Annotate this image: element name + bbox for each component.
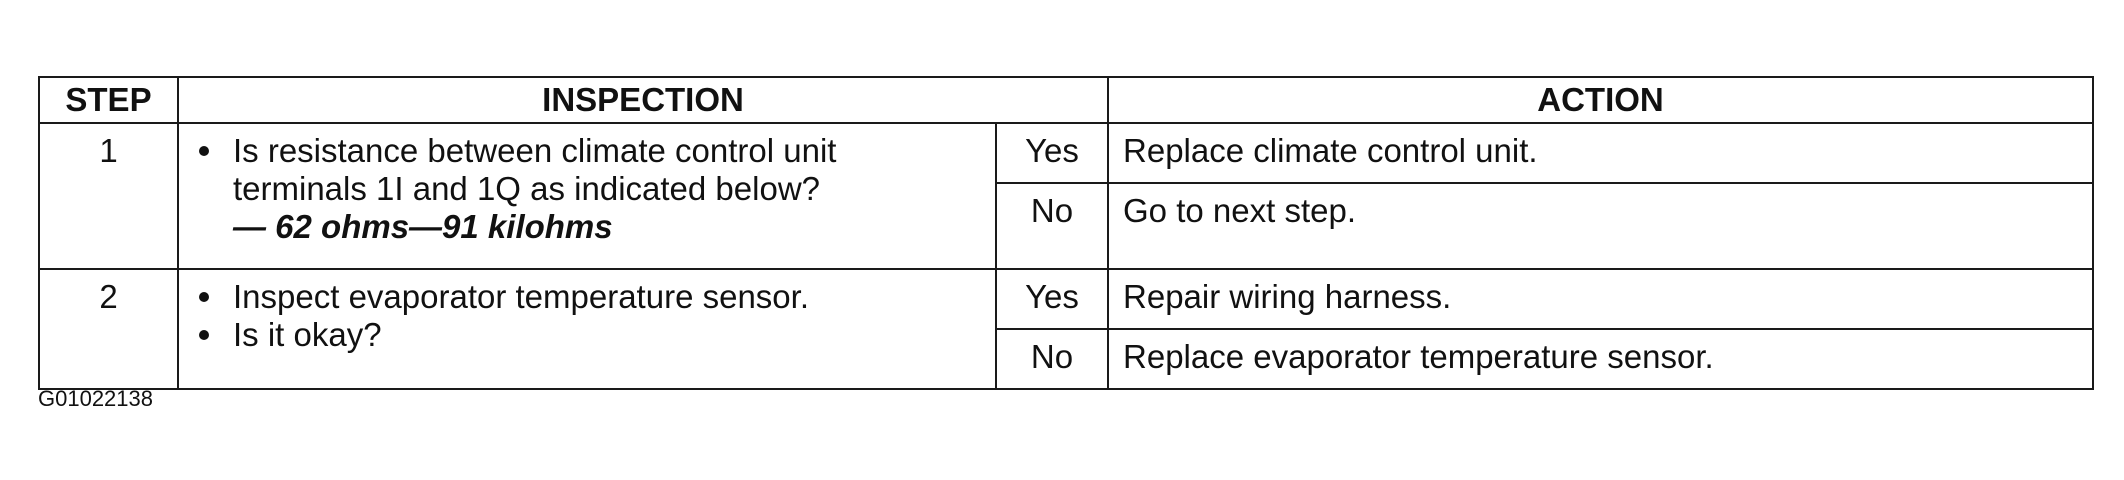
diagnostic-table: STEP INSPECTION ACTION 1 Is resistance b… [38, 76, 2095, 390]
header-row: STEP INSPECTION ACTION [38, 76, 2095, 124]
header-step: STEP [38, 76, 179, 124]
answer-yes: Yes [994, 268, 1110, 330]
bullet-icon [199, 146, 209, 156]
inspection-cell: Is resistance between climate control un… [177, 122, 997, 270]
answer-no: No [994, 182, 1110, 270]
answer-no: No [994, 328, 1110, 390]
inspection-text: Is it okay? [233, 316, 382, 353]
answer-yes: Yes [994, 122, 1110, 184]
table-row: 1 Is resistance between climate control … [38, 122, 2095, 270]
list-item: Is it okay? [199, 316, 975, 354]
action-text: Replace evaporator temperature sensor. [1107, 328, 2095, 390]
table-row: 2 Inspect evaporator temperature sensor.… [38, 268, 2095, 390]
table-row: No Go to next step. [39, 182, 2095, 270]
action-text: Repair wiring harness. [1107, 268, 2095, 330]
figure-id: G01022138 [38, 386, 153, 411]
spec-value: — 62 ohms—91 kilohms [233, 208, 613, 245]
table-row: No Replace evaporator temperature sensor… [39, 328, 2095, 390]
inspection-cell: Inspect evaporator temperature sensor. I… [177, 268, 997, 390]
inspection-text: Is resistance between climate control un… [233, 132, 837, 207]
header-inspection: INSPECTION [176, 76, 1110, 124]
bullet-icon [199, 292, 209, 302]
inspection-text: Inspect evaporator temperature sensor. [233, 278, 809, 315]
list-item: Inspect evaporator temperature sensor. [199, 278, 975, 316]
header-action: ACTION [1107, 76, 2095, 124]
bullet-icon [199, 330, 209, 340]
action-text: Replace climate control unit. [1107, 122, 2095, 184]
step-number: 1 [38, 122, 179, 270]
step-number: 2 [38, 268, 179, 390]
list-item: Is resistance between climate control un… [199, 132, 975, 208]
action-text: Go to next step. [1107, 182, 2095, 270]
